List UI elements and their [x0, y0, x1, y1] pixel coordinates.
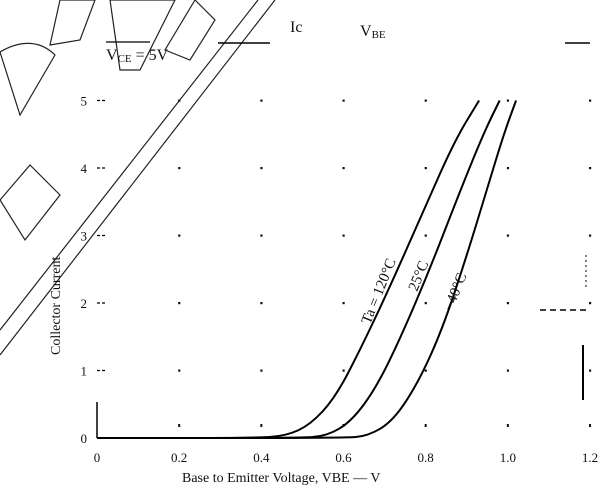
grid-dots [97, 99, 592, 427]
condition-sub: CE [118, 53, 132, 65]
grid-dot [260, 369, 263, 372]
curve-series-2 [96, 100, 517, 440]
grid-dot [506, 302, 510, 305]
condition-v: V [106, 47, 118, 64]
grid-dot [506, 369, 510, 372]
y-tick-label: 2 [81, 296, 88, 311]
y-tick-label: 4 [81, 161, 88, 176]
grid-dot [589, 99, 592, 102]
x-axis-title: Base to Emitter Voltage, VBE — V [182, 471, 380, 486]
x-tick-label: 0.6 [335, 450, 352, 465]
x-tick-label: 0.8 [418, 450, 434, 465]
curve-label-25c: 25°C [406, 259, 432, 294]
grid-dot [342, 302, 345, 305]
right-edge-marks [218, 42, 590, 400]
grid-dot [424, 302, 427, 305]
grid-dot [424, 99, 427, 102]
y-tick-label: 5 [81, 94, 88, 109]
axes [96, 402, 137, 439]
grid-dot [506, 99, 510, 102]
condition-label: VCE = 5V [106, 47, 169, 65]
grid-dot [424, 369, 427, 372]
title-vbe-main: V [360, 23, 372, 40]
grid-dot [424, 234, 427, 237]
grid-dot [506, 234, 510, 237]
grid-dot [589, 167, 592, 170]
grid-dot [342, 99, 345, 102]
grid-dot [178, 369, 181, 372]
grid-dot [260, 167, 263, 170]
x-tick-mark [424, 424, 427, 427]
title-vbe: VBE [360, 23, 386, 41]
y-tick-label: 1 [81, 364, 88, 379]
grid-dot [589, 234, 592, 237]
x-tick-label: 0.4 [253, 450, 270, 465]
tick-labels: 0 0.2 0.4 0.6 0.8 1.0 1.2 0 1 2 3 4 5 [81, 94, 599, 466]
title-ic: Ic [290, 19, 302, 36]
curves [96, 99, 517, 440]
grid-dot [342, 167, 345, 170]
grid-dot [260, 234, 263, 237]
grid-dot [589, 302, 592, 305]
x-tick-label: 0.2 [171, 450, 187, 465]
grid-dot [260, 302, 263, 305]
x-tick-label: 1.0 [500, 450, 516, 465]
x-tick-label: 1.2 [582, 450, 598, 465]
x-tick-mark [506, 424, 509, 427]
grid-dot [260, 99, 263, 102]
grid-dot [342, 234, 345, 237]
y-tick-label: 3 [81, 229, 88, 244]
grid-dot [178, 99, 181, 102]
grid-dot [178, 234, 181, 237]
curve-label-minus40c: −40°C [441, 271, 471, 314]
x-tick-mark [260, 424, 263, 427]
x-tick-label: 0 [94, 450, 101, 465]
grid-dot [506, 167, 510, 170]
condition-value: = 5V [132, 47, 169, 64]
grid-dot [589, 369, 592, 372]
y-tick-label: 0 [81, 431, 88, 446]
grid-dot [178, 302, 181, 305]
x-tick-mark [589, 424, 591, 427]
curve-label-120c: Ta = 120°C [359, 256, 400, 326]
watermark-strokes [0, 0, 276, 356]
y-axis-title: Collector Current [49, 257, 64, 355]
grid-dot [424, 167, 427, 170]
grid-dot [342, 369, 345, 372]
title-vbe-sub: BE [372, 29, 386, 41]
grid-dot [178, 167, 181, 170]
x-tick-mark [178, 424, 181, 427]
